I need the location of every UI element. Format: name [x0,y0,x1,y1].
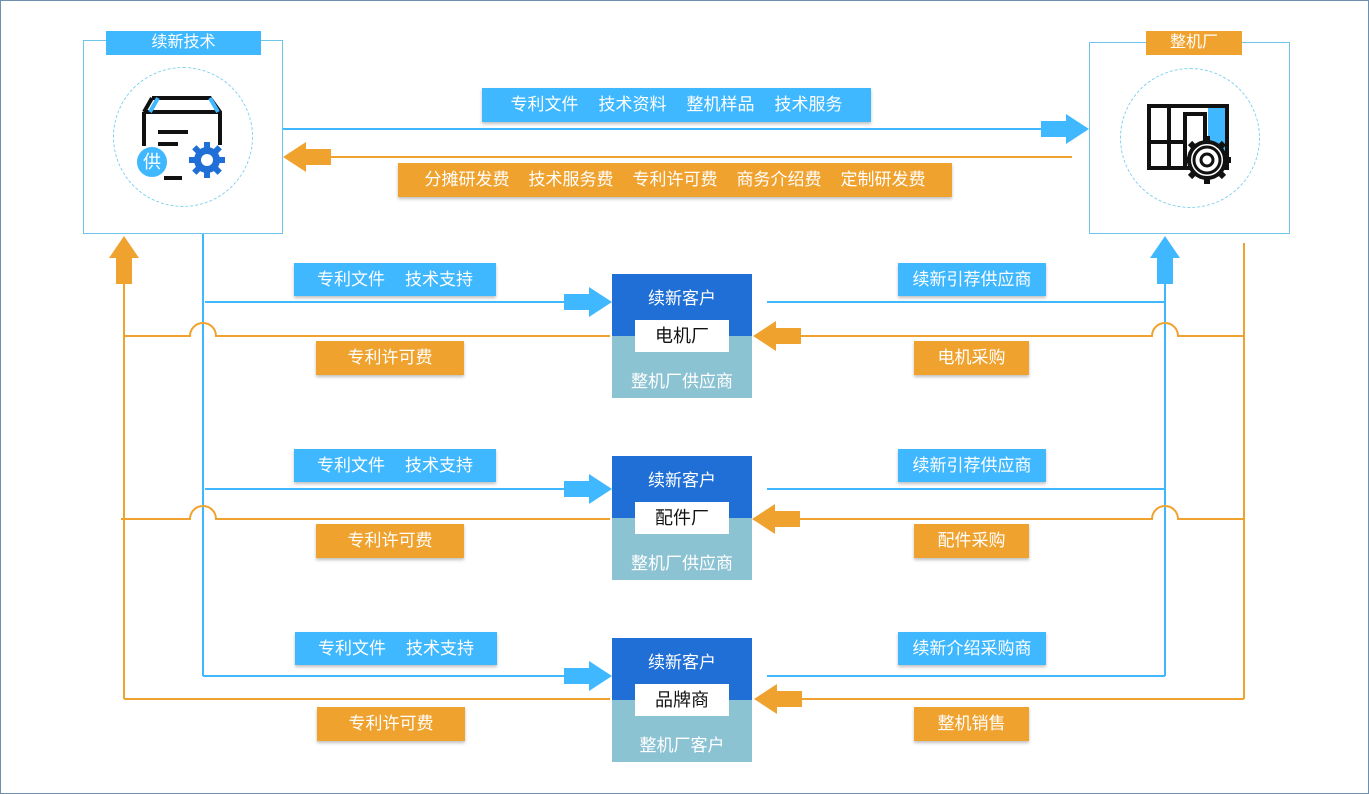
top-flow-fee: 专利许可费 [632,170,718,189]
row-left-blue-item: 专利文件 [317,456,385,475]
factory-gear-icon [1145,102,1235,184]
top-flow-fee: 技术服务费 [528,170,614,189]
arrow-to-supplier [283,142,331,172]
top-flow-item: 整机样品 [686,95,755,114]
customer-role: 整机厂供应商 [631,372,733,391]
row1-right-orange-line [800,322,1244,337]
top-flow-to-supplier-label: 分摊研发费技术服务费专利许可费商务介绍费定制研发费 [398,163,952,197]
arrow-up-to-supplier [109,236,139,284]
top-flow-to-oem-label: 专利文件技术资料整机样品技术服务 [482,88,871,122]
row3-left-orange-label: 专利许可费 [317,707,465,741]
arrow-row2-right [752,504,800,534]
row2-customer-block: 续新客户 配件厂 整机厂供应商 [612,456,752,580]
arrow-row3-right [754,684,802,714]
supplier-box-gear-icon [130,90,230,185]
row3-customer-block: 续新客户 品牌商 整机厂客户 [612,638,752,762]
row1-customer-block: 续新客户 电机厂 整机厂供应商 [612,274,752,398]
row2-right-orange-label: 配件采购 [914,524,1029,558]
customer-head: 续新客户 [648,471,716,490]
customer-head: 续新客户 [648,289,716,308]
customer-name: 电机厂 [635,320,729,352]
arrow-up-to-oem [1150,236,1180,284]
arrow-row1-left [564,287,612,317]
top-flow-fee: 定制研发费 [840,170,926,189]
row-left-blue-item: 技术支持 [405,456,473,475]
row3-right-orange-label: 整机销售 [914,707,1029,741]
supplier-badge: 供 [135,145,169,179]
customer-role: 整机厂客户 [639,736,725,755]
top-flow-fee: 商务介绍费 [736,170,822,189]
top-flow-item: 技术资料 [598,95,667,114]
top-flow-fee: 分摊研发费 [424,170,510,189]
arrow-row1-right [753,321,801,351]
top-flow-item: 专利文件 [510,95,579,114]
arrow-to-oem [1041,114,1089,144]
customer-role: 整机厂供应商 [631,554,733,573]
row-left-blue-item: 专利文件 [317,270,385,289]
top-flow-item: 技术服务 [774,95,843,114]
row2-left-orange-label: 专利许可费 [316,524,464,558]
row1-right-blue-label: 续新引荐供应商 [898,263,1046,296]
row-left-blue-item: 专利文件 [318,639,386,658]
supplier-icon-circle [113,67,253,207]
row-left-blue-item: 技术支持 [405,270,473,289]
oem-icon-circle [1120,68,1260,208]
customer-name: 品牌商 [635,684,729,716]
row1-left-orange-label: 专利许可费 [316,341,464,375]
row2-right-orange-line [800,505,1244,520]
arrow-row2-left [564,474,612,504]
row-left-blue-item: 技术支持 [406,639,474,658]
row3-left-blue-label: 专利文件 技术支持 [295,632,497,665]
supplier-title: 续新技术 [106,31,261,55]
row2-left-orange-line [121,505,610,520]
row1-left-orange-line [124,322,610,337]
arrow-row3-left [564,661,612,691]
row1-left-blue-label: 专利文件 技术支持 [294,263,496,296]
customer-name: 配件厂 [635,502,729,534]
customer-head: 续新客户 [648,653,716,672]
row2-right-blue-label: 续新引荐供应商 [898,449,1046,482]
row2-left-blue-label: 专利文件 技术支持 [294,449,496,482]
oem-title: 整机厂 [1146,31,1242,55]
supplier-badge-text: 供 [143,152,161,172]
row3-right-blue-label: 续新介绍采购商 [898,632,1046,665]
row1-right-orange-label: 电机采购 [914,341,1029,375]
